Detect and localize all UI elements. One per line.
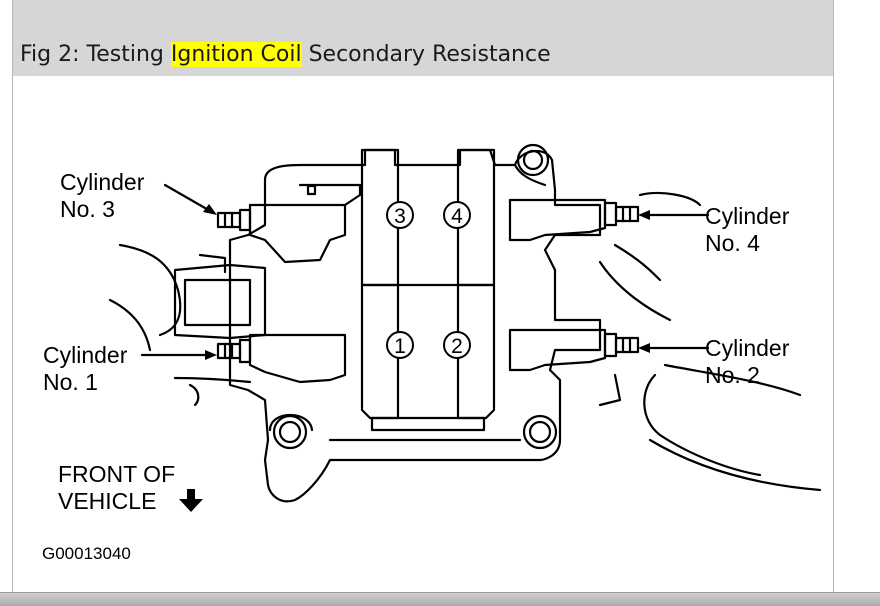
caption-suffix: Secondary Resistance (301, 42, 551, 67)
label-cylinder-3-line2: No. 3 (60, 196, 115, 222)
label-cylinder-2-line2: No. 2 (705, 362, 760, 388)
ignition-coil-diagram: 3 4 1 2 Cylinder No. 3 Cylinder No. 1 Cy… (42, 143, 822, 563)
label-cylinder-3-line1: Cylinder (60, 169, 145, 195)
arrowhead-cyl1 (205, 350, 217, 360)
caption-highlight: Ignition Coil (170, 42, 302, 67)
tower-number-1: 1 (394, 335, 406, 358)
arrow-down-icon (179, 489, 203, 512)
tower-number-2: 2 (451, 335, 463, 358)
label-cylinder-1-line1: Cylinder (43, 342, 128, 368)
figure-frame: Fig 2: Testing Ignition Coil Secondary R… (12, 0, 834, 592)
tower-number-3: 3 (394, 205, 406, 228)
arrowhead-cyl4 (638, 210, 650, 220)
tower-cylinder-2 (508, 328, 640, 372)
arrowhead-cyl3 (203, 204, 217, 215)
left-connector (173, 253, 267, 340)
tower-cylinder-1 (216, 333, 347, 384)
figure-caption: Fig 2: Testing Ignition Coil Secondary R… (20, 42, 551, 67)
arrowhead-cyl2 (638, 343, 650, 353)
coil-housing (228, 148, 602, 503)
leader-lines (140, 183, 710, 357)
label-cylinder-4-line1: Cylinder (705, 203, 790, 229)
tower-cylinder-3 (216, 203, 347, 264)
figure-code: G00013040 (42, 544, 131, 563)
window-bottom-bar (0, 592, 880, 606)
tower-marker-3 (386, 201, 414, 229)
label-cylinder-4-line2: No. 4 (705, 230, 760, 256)
caption-bar: Fig 2: Testing Ignition Coil Secondary R… (13, 0, 833, 76)
front-of-vehicle-line1: FRONT OF (58, 461, 175, 487)
caption-prefix: Fig 2: Testing (20, 42, 171, 67)
engine-contours (108, 191, 822, 492)
tower-cylinder-4 (508, 198, 640, 242)
front-of-vehicle-line2: VEHICLE (58, 488, 156, 514)
tower-marker-4 (443, 201, 471, 229)
label-cylinder-2-line1: Cylinder (705, 335, 790, 361)
tower-marker-1 (386, 331, 414, 359)
label-cylinder-1-line2: No. 1 (43, 369, 98, 395)
center-bars (360, 148, 496, 432)
tower-marker-2 (443, 331, 471, 359)
mounting-bosses (268, 143, 558, 450)
tower-number-4: 4 (451, 205, 463, 228)
right-margin (834, 0, 880, 592)
